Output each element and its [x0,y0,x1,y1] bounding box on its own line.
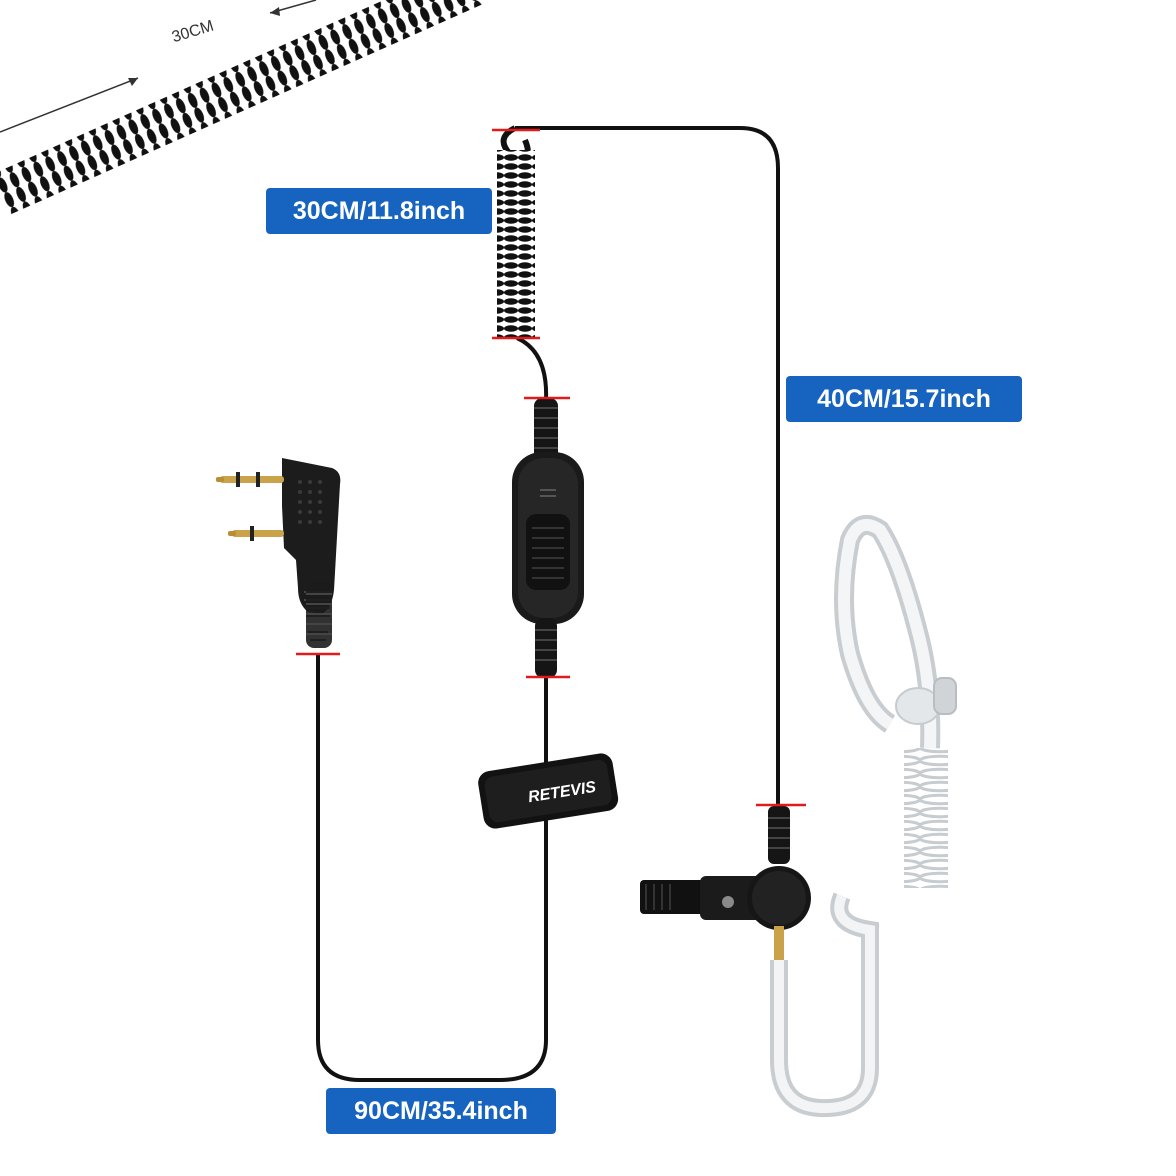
tube-length-label: 40CM/15.7inch [786,376,1022,422]
ptt-button-icon [526,514,570,590]
lower-strain-relief [535,618,557,678]
main-cable-length-label: 90CM/35.4inch [326,1088,556,1134]
coil-zoom-detail [0,0,484,216]
mic-icon [747,866,811,930]
earpiece-strain-relief [768,806,790,864]
earpiece-clip [640,876,764,920]
main-cable [316,654,548,1082]
tube-cable [515,126,780,860]
ptt-box [512,452,584,624]
clothing-clip: RETEVIS [478,753,619,829]
air-tube [770,514,957,1118]
coil-length-label: 30CM/11.8inch [266,188,492,234]
brass-nozzle [774,926,784,960]
coiled-cable [497,125,549,401]
upper-strain-relief [534,398,558,460]
measure-marks [296,128,806,807]
k-plug-icon [216,458,341,648]
